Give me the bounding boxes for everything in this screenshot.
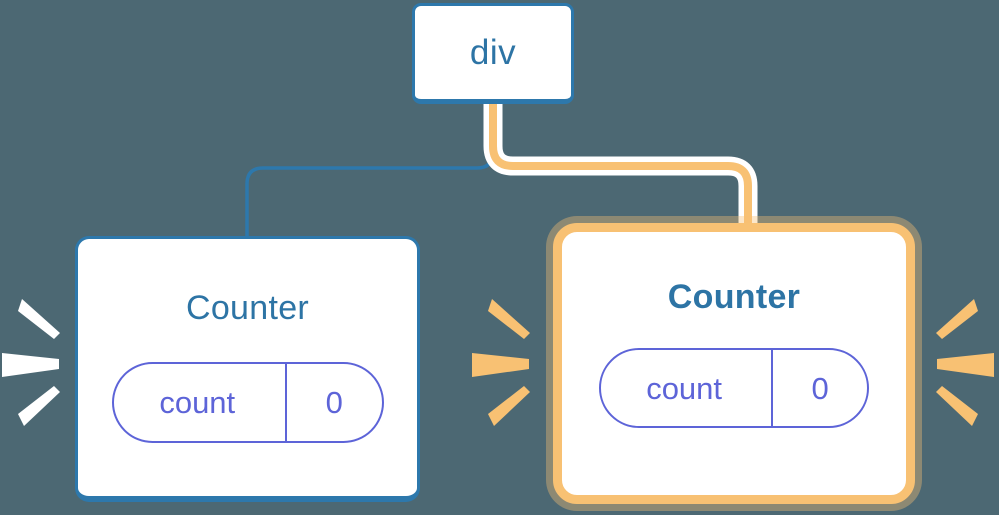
prop-value-label: 0: [285, 364, 381, 441]
prop-key-label: count: [159, 385, 236, 420]
node-counter-right-title: Counter: [667, 278, 801, 316]
node-div-label: div: [469, 33, 517, 72]
node-counter-right[interactable]: Counter count 0: [553, 223, 915, 504]
node-div[interactable]: div: [412, 3, 574, 104]
prop-value-label: 0: [771, 350, 867, 426]
edge-div-to-counter-right: [489, 100, 752, 230]
node-counter-left[interactable]: Counter count 0: [75, 236, 420, 502]
prop-pill-count-left[interactable]: count 0: [111, 362, 384, 443]
edge-div-to-counter-left: [245, 102, 495, 238]
prop-key-label: count: [646, 370, 723, 406]
node-counter-left-title: Counter: [185, 289, 310, 327]
prop-pill-count-right[interactable]: count 0: [599, 348, 869, 428]
